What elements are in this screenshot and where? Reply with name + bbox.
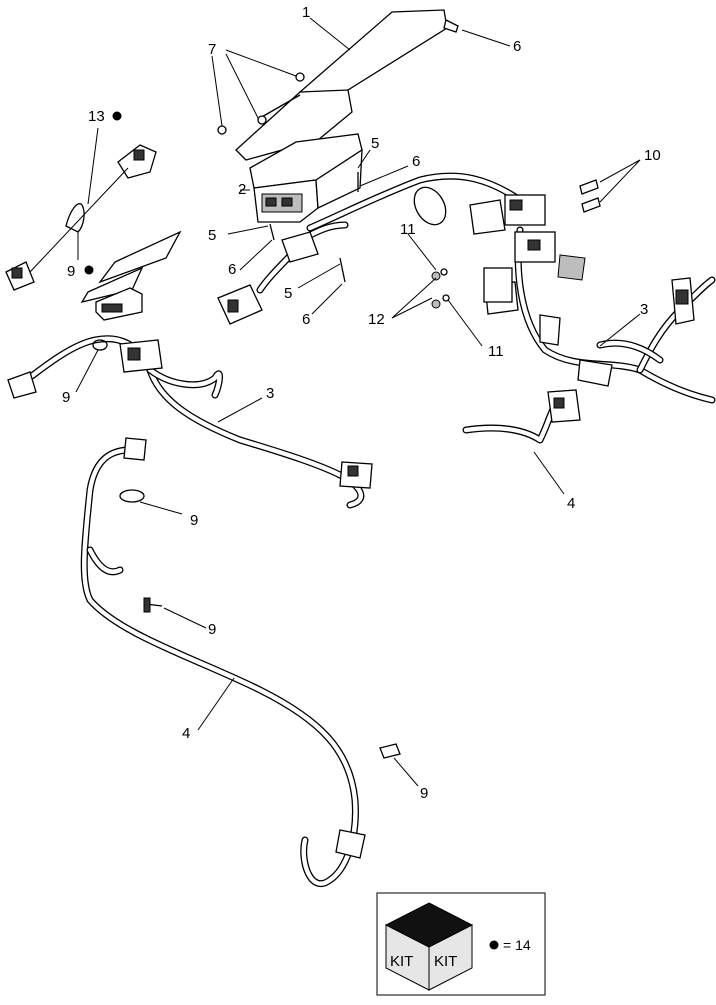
kit-dot-9 <box>84 265 94 275</box>
kit-face-right-label: KIT <box>434 953 457 970</box>
left-brackets <box>80 230 182 321</box>
callout-6-left: 6 <box>228 261 236 278</box>
kit-dot-13 <box>112 111 122 121</box>
callout-4-lower: 4 <box>182 725 190 742</box>
leader-lines <box>75 17 641 787</box>
module-pigtail <box>217 231 319 325</box>
cover-plate <box>235 9 448 161</box>
harness-lower-long <box>80 437 366 888</box>
callout-9-left: 9 <box>62 389 70 406</box>
callout-5-bottom: 5 <box>284 285 292 302</box>
callout-9-middle: 9 <box>190 512 198 529</box>
callout-6-right: 6 <box>412 153 420 170</box>
harness-lower-right <box>462 389 581 444</box>
callout-labels: 1 7 6 13 5 6 10 2 5 11 6 9 5 3 6 12 11 9… <box>62 4 661 802</box>
callout-4-right: 4 <box>567 495 575 512</box>
callout-3-right: 3 <box>640 301 648 318</box>
kit-box-right-face <box>428 924 473 991</box>
callout-6-bottom: 6 <box>302 311 310 328</box>
kit-legend-text: = 14 <box>503 937 531 953</box>
callout-3-middle: 3 <box>266 385 274 402</box>
callout-9-lower: 9 <box>208 621 216 638</box>
callout-11-bottom: 11 <box>488 343 504 360</box>
callout-13: 13 <box>88 108 105 125</box>
kit-dot-markers <box>84 111 122 275</box>
callout-7: 7 <box>208 41 216 58</box>
callout-1: 1 <box>302 4 310 21</box>
callout-2: 2 <box>238 181 246 198</box>
control-module <box>249 133 363 223</box>
harness-main-upper <box>296 172 716 404</box>
callout-11-top: 11 <box>400 221 416 238</box>
callout-9-bottom: 9 <box>420 785 428 802</box>
callout-5-right: 5 <box>371 135 379 152</box>
kit-legend-dot <box>489 940 499 950</box>
callout-5-left: 5 <box>208 227 216 244</box>
callout-10: 10 <box>644 147 661 164</box>
fasteners <box>217 19 601 309</box>
kit-face-left-label: KIT <box>390 953 413 970</box>
callout-6-top: 6 <box>513 38 521 55</box>
harness-middle <box>7 335 373 509</box>
callout-12: 12 <box>368 311 385 328</box>
tie-and-connectors <box>5 144 157 291</box>
callout-9-top: 9 <box>67 263 75 280</box>
kit-legend: KIT KIT = 14 <box>376 892 546 996</box>
small-parts <box>119 489 401 759</box>
